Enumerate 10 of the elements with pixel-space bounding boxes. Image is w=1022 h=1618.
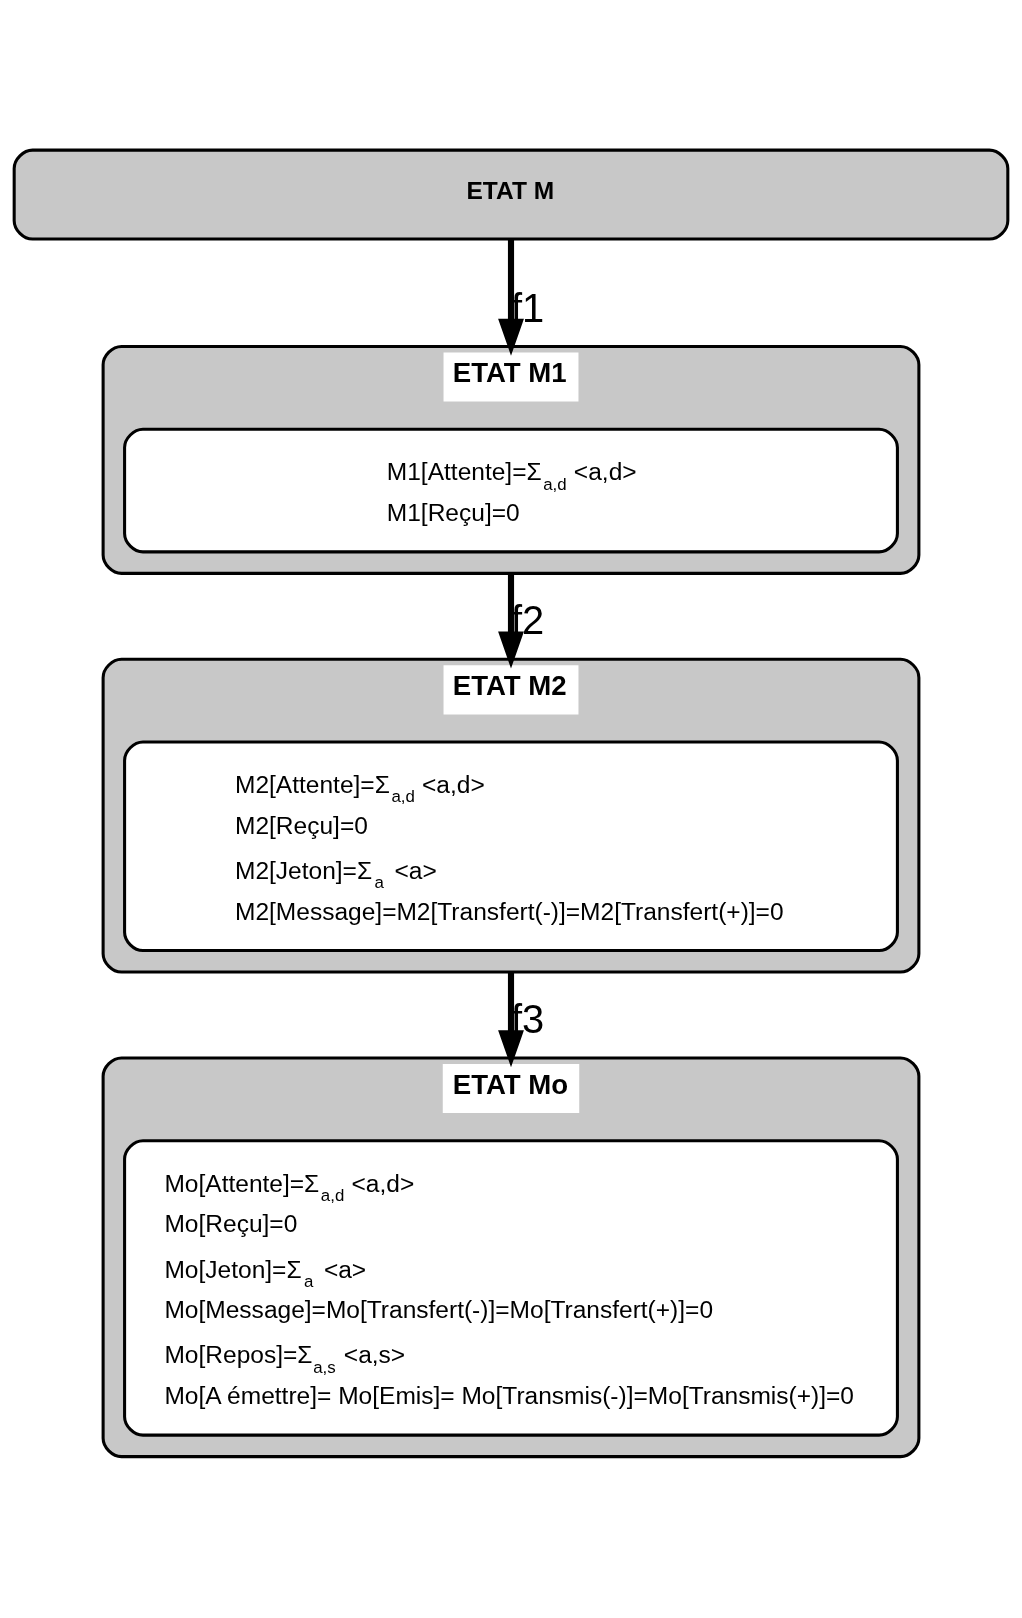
- edge-label: f3: [511, 996, 545, 1041]
- arrow: [498, 238, 524, 356]
- arrow: [498, 971, 524, 1067]
- node-box: ETAT M: [12, 148, 1010, 241]
- arrow: [498, 572, 524, 668]
- edge-label: f2: [511, 597, 545, 642]
- edge-label: f1: [511, 285, 545, 330]
- node-box: M1[Attente]=Σ$_{a,d}$ <a,d> M1[Reçu]=0: [123, 427, 899, 553]
- node-box: Mo[Attente]=Σ$_{a,d}$ <a,d> Mo[Reçu]=0 Mo[Jeton]=Σ$_{a}$ <a> Mo[Message]=Mo[Transfert(-)]=Mo[Transfert(+)]=0 Mo[Repos]=Σ$_{a,s}$ <a,s> Mo[A émettre]= Mo[Emis]= Mo[Transmis(-)]=Mo[Transmis(+)]=0: [123, 1138, 899, 1437]
- node-box: M2[Attente]=Σ$_{a,d}$ <a,d> M2[Reçu]=0 M2[Jeton]=Σ$_{a}$ <a> M2[Message]=M2[Transfert(-)]=M2[Transfert(+)]=0: [123, 740, 899, 952]
